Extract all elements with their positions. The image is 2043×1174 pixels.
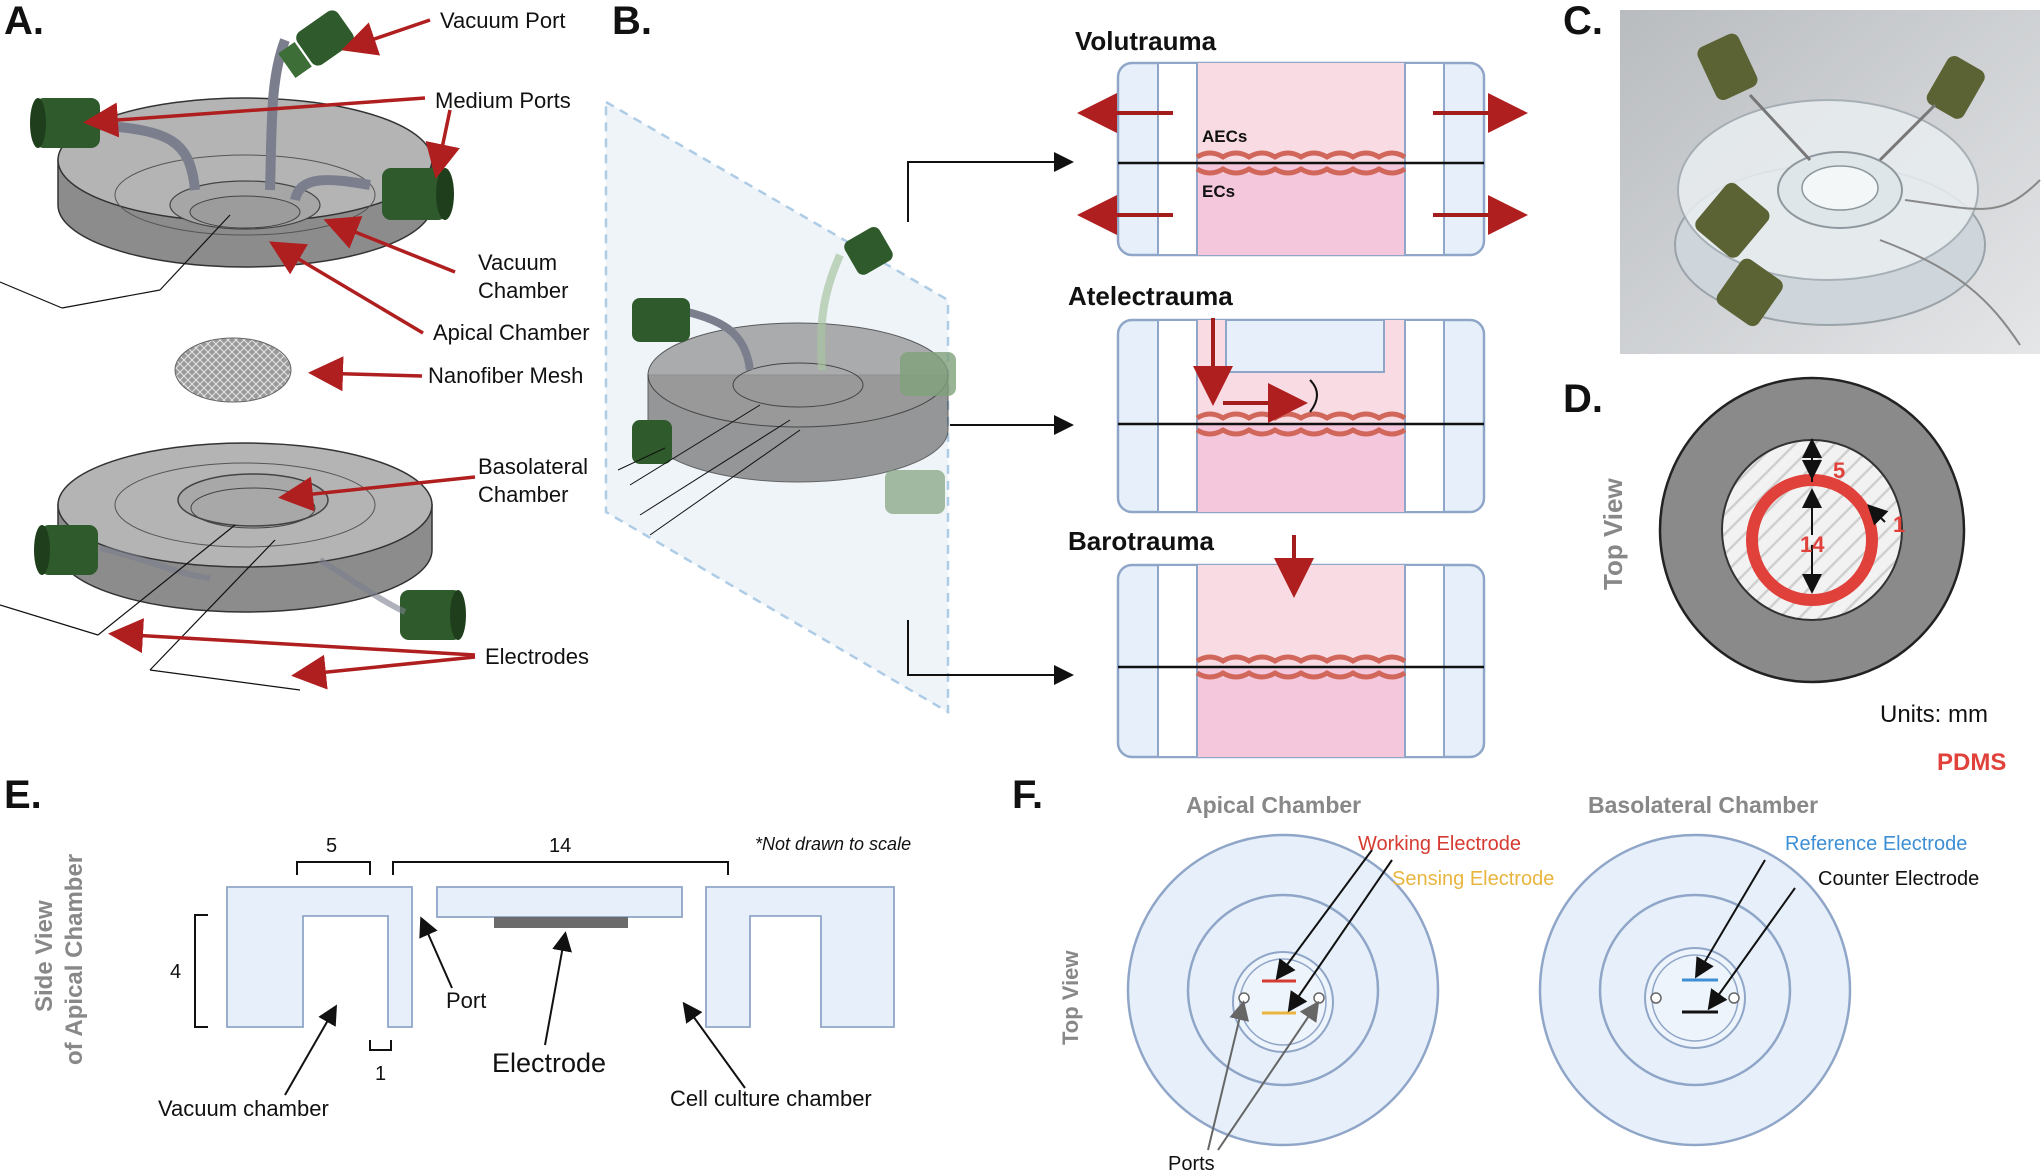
apical-top-view (1126, 833, 1440, 1147)
basolateral-arrows (1694, 859, 1796, 1011)
callout-medium-ports: Medium Ports (435, 88, 571, 113)
barotrauma-title: Barotrauma (1068, 526, 1214, 556)
device-photo (1620, 10, 2041, 354)
callout-electrode: Electrode (492, 1048, 606, 1078)
panel-a-arrows (83, 18, 476, 690)
callout-electrodes: Electrodes (485, 644, 589, 669)
e-view-line1: Side View (31, 900, 58, 1012)
basolateral-chamber-title: Basolateral Chamber (1588, 792, 1818, 818)
atelectrauma-diagram: Atelectrauma (1068, 281, 1486, 514)
nanofiber-mesh (174, 337, 292, 403)
medium-port-right-fitting (382, 168, 454, 220)
counter-electrode-label: Counter Electrode (1818, 868, 1979, 890)
ports-arrows (1207, 1000, 1320, 1151)
panel-e: E. Side View of Apical Chamber *Not draw… (4, 773, 911, 1121)
ports-label: Ports (1168, 1153, 1215, 1174)
dim-wall-thickness: 1 (1893, 512, 1905, 537)
e-dimensions (194, 861, 729, 1051)
callout-basolateral-line1: Basolateral (478, 454, 588, 479)
panel-c-label: C. (1563, 0, 1603, 43)
atelectrauma-title: Atelectrauma (1068, 281, 1233, 311)
e-view-line2: of Apical Chamber (61, 854, 88, 1065)
dim-w5: 5 (326, 835, 337, 857)
panel-e-label: E. (4, 773, 42, 817)
panel-d: D. Top View 5 14 1 Units: mm PDMS (1563, 376, 2006, 776)
panel-c: C. (1563, 0, 2041, 354)
panel-b: B. Volutrauma (604, 0, 1528, 759)
panel-d-view-label: Top View (1598, 478, 1628, 590)
dim-h4: 4 (170, 961, 181, 983)
top-device (0, 10, 454, 309)
e-callout-arrows (284, 916, 746, 1096)
reference-electrode-label: Reference Electrode (1785, 833, 1967, 855)
sensing-electrode-label: Sensing Electrode (1392, 868, 1554, 890)
dim-chamber-diameter: 14 (1800, 532, 1825, 557)
panel-a: A. (0, 0, 590, 691)
panel-b-label: B. (612, 0, 652, 43)
panel-f-label: F. (1012, 773, 1043, 817)
vacuum-port-fitting (278, 10, 354, 79)
callout-basolateral-line2: Chamber (478, 482, 568, 507)
callout-nanofiber-mesh: Nanofiber Mesh (428, 363, 583, 388)
pdms-label: PDMS (1937, 749, 2006, 776)
dim-w14: 14 (549, 835, 571, 857)
dim-ring-width: 5 (1833, 458, 1845, 483)
d-dimension-arrows (1802, 438, 1889, 594)
callout-port: Port (446, 988, 486, 1013)
callout-vacuum-chamber-line1: Vacuum (478, 250, 557, 275)
label-ecs: ECs (1202, 182, 1235, 201)
panel-a-callouts: Vacuum Port Medium Ports Vacuum Chamber … (428, 8, 590, 669)
not-to-scale-note: *Not drawn to scale (755, 834, 911, 854)
callout-apical-chamber: Apical Chamber (433, 320, 590, 345)
callout-cell-culture-chamber: Cell culture chamber (670, 1086, 872, 1111)
volutrauma-diagram: Volutrauma AECs ECs (1075, 26, 1528, 257)
bottom-device (0, 442, 466, 691)
apical-arrows (1275, 849, 1393, 1013)
medium-port-left-fitting (30, 98, 100, 148)
working-electrode-label: Working Electrode (1358, 833, 1521, 855)
f-view-label: Top View (1058, 950, 1083, 1045)
callout-vacuum-chamber-line2: Chamber (478, 278, 568, 303)
label-aecs: AECs (1202, 127, 1247, 146)
dim-w1: 1 (375, 1063, 386, 1085)
b-connectors (907, 152, 1074, 685)
b-device-section (604, 99, 956, 715)
panel-f: F. Top View Apical Chamber Basolateral C… (1012, 773, 1979, 1174)
callout-vacuum-chamber: Vacuum chamber (158, 1096, 329, 1121)
electrode-bar (494, 917, 628, 928)
basolateral-top-view (1538, 833, 1852, 1147)
barotrauma-diagram: Barotrauma (1068, 526, 1486, 759)
apical-chamber-title: Apical Chamber (1186, 792, 1361, 818)
panel-a-label: A. (4, 0, 44, 43)
panel-d-label: D. (1563, 377, 1603, 421)
units-label: Units: mm (1880, 701, 1988, 728)
volutrauma-title: Volutrauma (1075, 26, 1217, 56)
callout-vacuum-port: Vacuum Port (440, 8, 566, 33)
side-view-profile (226, 886, 895, 1028)
